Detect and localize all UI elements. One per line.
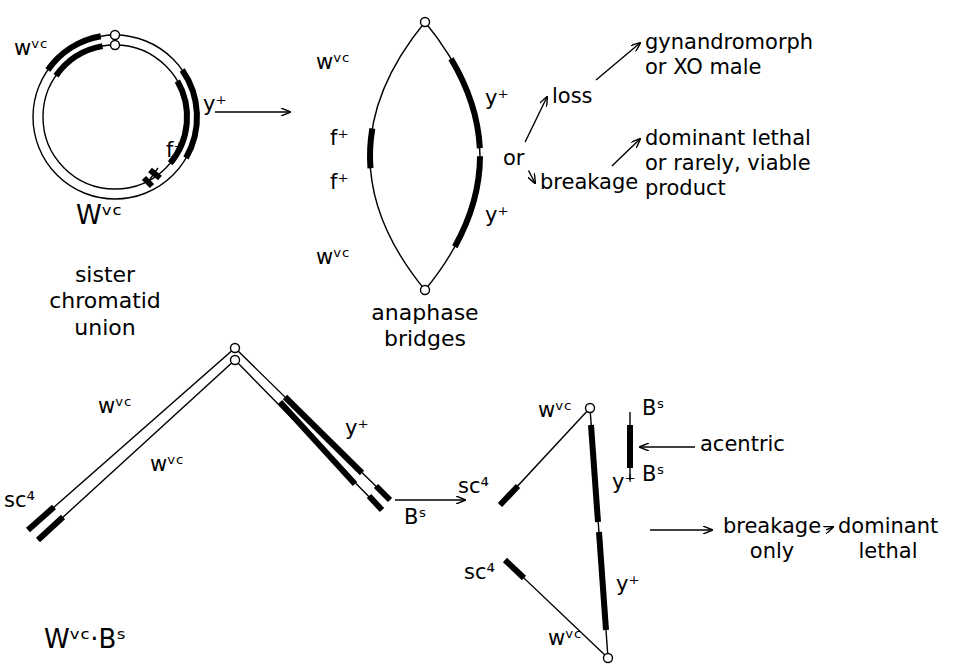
outcome-text: breakage (540, 170, 638, 195)
gene-label: sc⁴ (4, 488, 35, 513)
outcome-label: loss (552, 84, 593, 109)
gene-label: y⁺ (203, 92, 227, 117)
gene-label: y⁺ (345, 416, 369, 441)
outcome-text: loss (552, 84, 593, 109)
gene-label: f⁺ (330, 170, 348, 195)
outcome-text: or (503, 146, 524, 171)
arrow-connector (612, 139, 640, 166)
gene-label: wᵛᶜ (538, 398, 572, 423)
gene-label: f⁺ (330, 126, 348, 151)
gene-label: Bˢ (642, 462, 664, 487)
gene-label: wᵛᶜ (14, 36, 48, 61)
outcome-text: gynandromorph or XO male (645, 30, 820, 80)
outcome-label: breakage only (722, 514, 822, 564)
gene-label: y⁺ (616, 572, 640, 597)
outcome-label: breakage (540, 170, 638, 195)
gene-label: Wᵛᶜ (76, 200, 122, 231)
gene-label: wᵛᶜ (98, 394, 132, 419)
gene-label: y⁺ (485, 86, 509, 111)
gene-label: sc⁴ (458, 474, 489, 499)
outcome-label: or (503, 146, 524, 171)
gene-label: Bˢ (642, 396, 664, 421)
gene-label: wᵛᶜ (150, 452, 184, 477)
gene-label: Bˢ (404, 505, 426, 530)
outcome-text: dominant lethal or rarely, viable produc… (645, 126, 830, 202)
outcome-text: breakage only (722, 514, 822, 564)
gene-label: acentric (700, 432, 785, 457)
gene-label: sc⁴ (464, 560, 495, 585)
gene-label: y⁺ (485, 203, 509, 228)
arrow-connector (596, 43, 640, 80)
gene-label: wᵛᶜ (548, 626, 582, 651)
arrow-connector (826, 527, 833, 530)
outcome-text: dominant lethal (838, 514, 938, 564)
gene-label: wᵛᶜ (316, 245, 350, 270)
outcome-label: dominant lethal or rarely, viable produc… (645, 126, 830, 202)
arrow-connector (525, 97, 547, 142)
gene-label: anaphase bridges (350, 300, 500, 353)
gene-label: Wᵛᶜ·Bˢ (44, 624, 126, 655)
gene-label: y⁺ (612, 470, 636, 495)
gene-label: wᵛᶜ (316, 50, 350, 75)
gene-label: sister chromatid union (20, 262, 190, 341)
outcome-label: gynandromorph or XO male (645, 30, 820, 80)
arrow-connector (528, 170, 535, 183)
gene-label: f⁺ (166, 138, 184, 163)
outcome-label: dominant lethal (838, 514, 938, 564)
